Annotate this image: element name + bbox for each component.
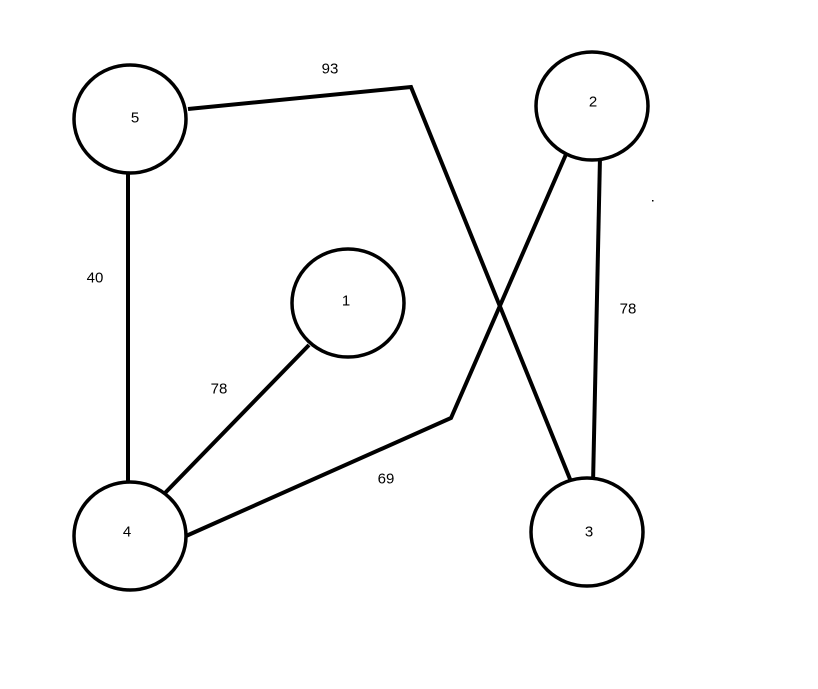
node-3-circle	[529, 476, 645, 588]
node-1-label: 1	[342, 293, 350, 310]
edge-5-3-weight: 93	[322, 61, 339, 78]
node-4-circle	[72, 480, 188, 592]
node-5-label: 5	[131, 110, 139, 127]
node-3: 3	[529, 476, 645, 588]
node-2: 2	[534, 50, 650, 162]
edge-1-4	[162, 343, 311, 496]
node-1-circle	[290, 247, 406, 359]
node-4-label: 4	[123, 524, 131, 541]
edge-5-4-weight: 40	[87, 270, 104, 287]
edge-2-3-weight: 78	[620, 301, 637, 318]
edge-4-2-weight: 69	[378, 471, 395, 488]
edge-5-3	[187, 84, 574, 485]
edge-4-2	[185, 151, 569, 538]
node-5: 5	[72, 63, 188, 175]
node-2-label: 2	[589, 94, 597, 111]
edge-1-4-weight: 78	[211, 381, 228, 398]
node-4: 4	[72, 480, 188, 592]
node-2-circle	[534, 50, 650, 162]
node-5-circle	[72, 63, 188, 175]
node-1: 1	[290, 247, 406, 359]
node-3-label: 3	[585, 524, 593, 541]
stray-dot	[652, 200, 654, 202]
edge-2-3	[591, 156, 602, 485]
